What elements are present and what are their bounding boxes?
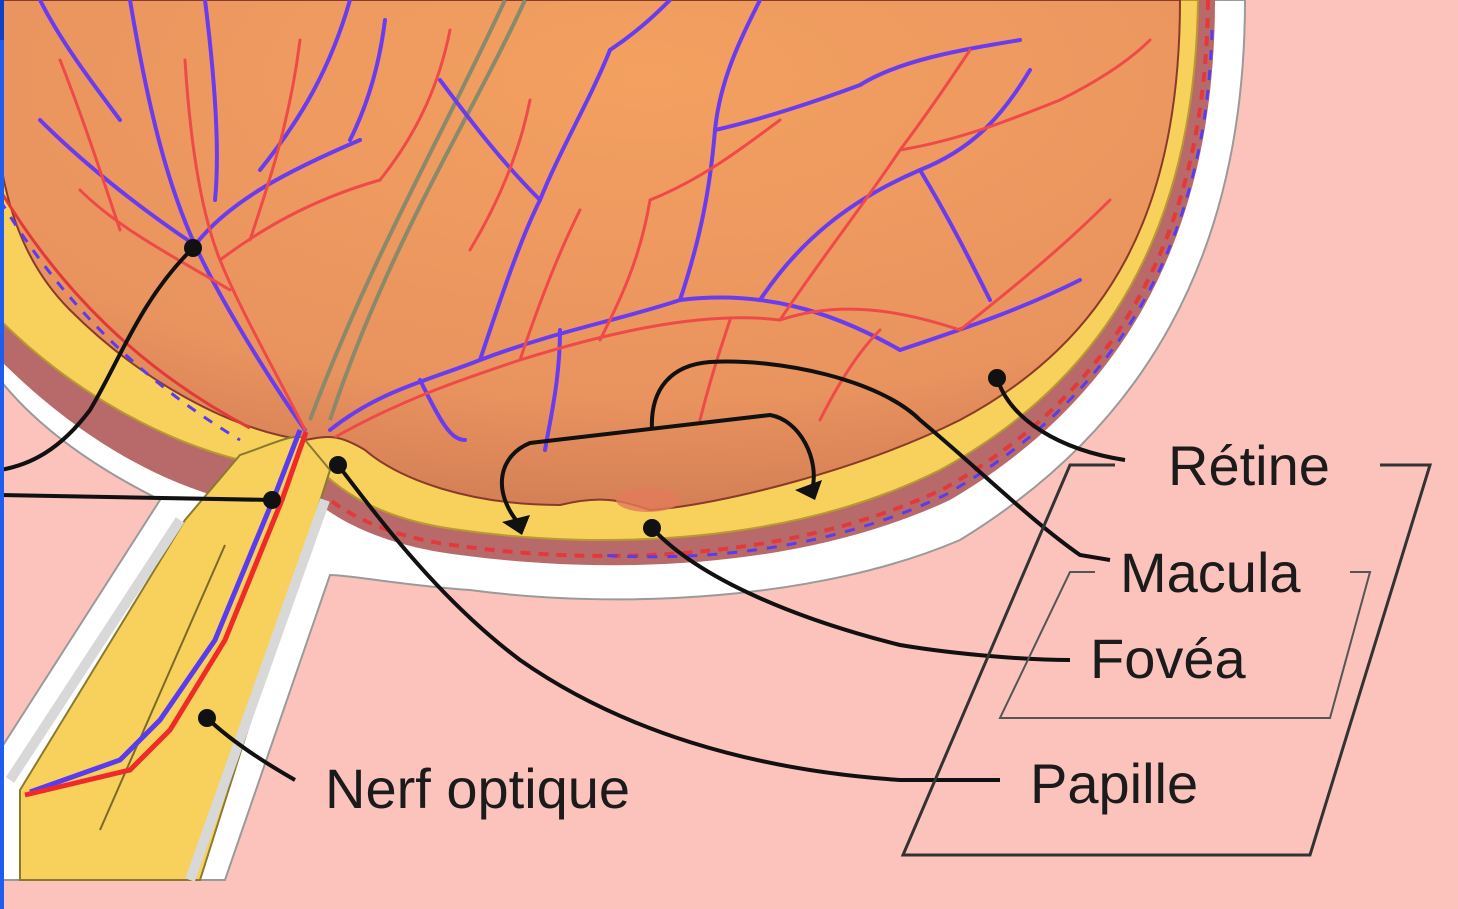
optic-nerve-sheath-right xyxy=(185,498,330,882)
label-retine: Rétine xyxy=(1168,434,1330,497)
central-artery xyxy=(24,431,309,798)
arrowhead-right xyxy=(795,480,822,500)
label-fovea: Fovéa xyxy=(1090,627,1246,690)
central-vein xyxy=(29,429,303,795)
window-edge-top xyxy=(0,0,4,40)
hyaloid-canal-2 xyxy=(308,0,507,421)
dot-artery xyxy=(263,491,281,509)
inner-label-frame xyxy=(998,571,1372,719)
optic-nerve-sheath-left xyxy=(5,517,185,783)
macula-spot xyxy=(616,488,680,512)
hyaloid-canal xyxy=(328,0,527,421)
label-macula: Macula xyxy=(1120,541,1301,604)
macula-bracket xyxy=(500,359,1111,562)
dot-retine xyxy=(988,369,1006,387)
dot-fovea xyxy=(643,519,661,537)
optic-nerve-inner-line xyxy=(99,544,226,831)
retinal-vessels xyxy=(38,0,1152,452)
leader-lines xyxy=(0,246,1126,782)
pigment-line-left xyxy=(0,199,241,442)
vitreous-body xyxy=(0,0,1182,512)
label-nerf-optique: Nerf optique xyxy=(325,757,630,820)
window-edge xyxy=(0,0,4,909)
label-papille: Papille xyxy=(1030,752,1198,815)
leader-dots xyxy=(184,239,1006,727)
dot-nerf xyxy=(198,709,216,727)
dot-vessel xyxy=(184,239,202,257)
outer-label-frame xyxy=(900,463,1433,857)
pigment-line-red xyxy=(328,0,1210,558)
dot-papille xyxy=(329,456,347,474)
pigment-line-left-red xyxy=(0,189,251,430)
arrowhead-left xyxy=(502,515,530,535)
